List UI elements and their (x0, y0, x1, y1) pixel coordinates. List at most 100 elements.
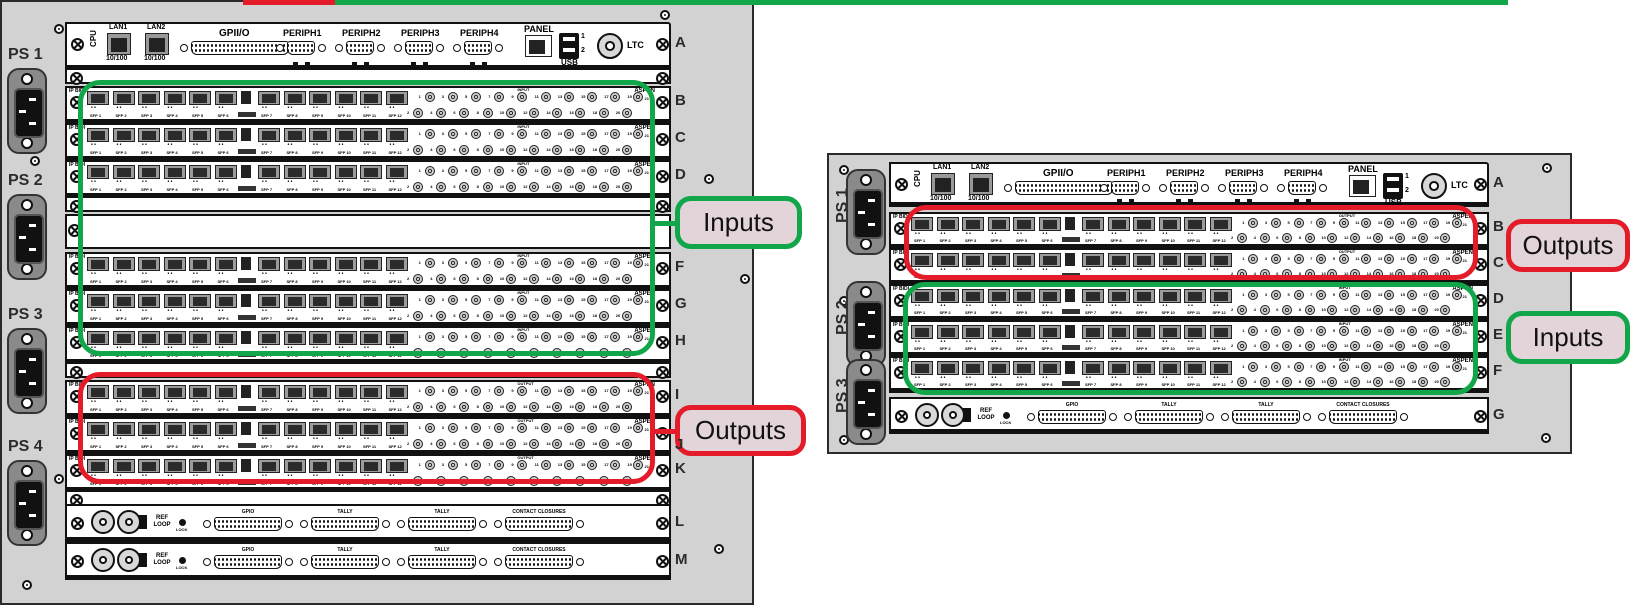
bnc-number: 13 (557, 334, 563, 339)
bnc-number: 18 (592, 147, 598, 152)
iec-socket-icon (14, 214, 44, 264)
led-dots: • • (915, 231, 920, 237)
bnc-connector-icon (1248, 254, 1259, 264)
usb-mini-icon (238, 480, 256, 485)
led-dots: • • (1213, 303, 1219, 309)
sfp-label: SFP 7 (1085, 274, 1097, 279)
sfp-label: SFP 8 (286, 444, 298, 449)
bnc-connector-icon (1451, 326, 1462, 336)
mount-screw-icon (21, 529, 33, 541)
bnc-connector-icon (1372, 269, 1383, 279)
dsub-connector-icon (287, 41, 315, 55)
sfp-port-icon (87, 331, 109, 345)
sfp-label: SFP 8 (286, 407, 298, 412)
bnc-number: 5 (1287, 364, 1290, 369)
bnc-number: 7 (488, 297, 491, 302)
aspen-label: ASPEN (1452, 322, 1473, 328)
sfp-label: SFP 8 (286, 150, 298, 155)
led-dots: • • (167, 345, 173, 351)
slot-letter: M (675, 551, 688, 568)
pin (29, 358, 36, 361)
bnc-number: 6 (453, 350, 456, 355)
sfp-label: SFP 3 (141, 481, 153, 486)
led-dots: • • (142, 473, 147, 479)
ltc-bnc-icon (1421, 173, 1447, 199)
bnc-number: 9 (1332, 256, 1335, 261)
bnc-number: 21 (644, 262, 649, 267)
bnc-connector-icon (459, 182, 470, 192)
bnc-number: 20 (615, 478, 621, 483)
led-dots: • • (1137, 231, 1142, 237)
led-dots: • • (193, 271, 198, 277)
bnc-connector-icon (471, 295, 481, 305)
io-card-slot-E: IP BIDI• •SFP 1• •SFP 2• •SFP 3• •SFP 4•… (889, 320, 1489, 357)
bnc-connector-icon (575, 439, 586, 449)
led-dots: • • (1162, 339, 1168, 345)
sfp-label: SFP 10 (1161, 346, 1175, 351)
bnc-number: 2 (407, 110, 410, 115)
mount-hole-icon (203, 558, 211, 566)
slot-letter: C (675, 129, 686, 146)
bnc-number: 8 (476, 313, 479, 318)
bnc-connector-icon (1417, 377, 1428, 387)
bnc-number: 20 (615, 441, 621, 446)
bnc-number: 12 (1344, 379, 1349, 384)
bnc-connector-icon (471, 258, 481, 268)
thumbscrew-icon (1474, 366, 1487, 379)
bnc-number: 1 (418, 131, 421, 136)
sfp-port-icon (258, 385, 280, 399)
led-dots: • • (218, 473, 224, 479)
bnc-connector-icon (1383, 254, 1394, 264)
periph-label: PERIPH3 (1225, 168, 1264, 178)
ip-label: IP BIDI (69, 291, 86, 297)
led-dots: • • (389, 473, 395, 479)
sfp-label: SFP 9 (312, 353, 324, 358)
bnc-connector-icon (563, 295, 574, 305)
sfp-port-icon (138, 165, 160, 179)
sfp-port-icon (112, 91, 135, 105)
usb-mini-icon (238, 186, 256, 191)
card-type-label: INPUT (1338, 321, 1351, 326)
sfp-port-icon (112, 128, 135, 142)
sfp-label: SFP 6 (217, 316, 229, 321)
bnc-number: 7 (488, 425, 491, 430)
ltc-label: LTC (627, 40, 644, 50)
ip-label: IP BIDI (893, 214, 910, 220)
bnc-number: 15 (1400, 364, 1405, 369)
sfp-port-icon (283, 385, 306, 399)
thumbscrew-icon (70, 427, 83, 440)
pin (29, 98, 36, 101)
lan-speed-label: 10/100 (968, 195, 990, 202)
mount-hole-icon (576, 558, 584, 566)
sfp-port-icon (1038, 361, 1061, 375)
card-edge (889, 318, 1489, 321)
bnc-number: 17 (604, 425, 609, 430)
mount-hole-icon (382, 558, 390, 566)
bnc-number: 6 (453, 404, 456, 409)
sfp-label: SFP 9 (312, 481, 324, 486)
sfp-label: SFP 11 (1187, 346, 1201, 351)
bnc-number: 4 (430, 350, 433, 355)
bnc-connector-icon (436, 311, 447, 321)
bnc-number: 13 (1377, 220, 1383, 225)
dsub-connector-icon (214, 555, 282, 569)
chassis-screw-icon (740, 274, 750, 284)
mount-screw-icon (860, 364, 872, 376)
led-dots: • • (262, 271, 267, 277)
latch-icon (1306, 199, 1311, 205)
bnc-number: 7 (488, 334, 491, 339)
mount-hole-icon (397, 520, 405, 528)
sfp-label: SFP 12 (1212, 310, 1226, 315)
bnc-connector-icon (494, 295, 505, 305)
led-dots: • • (313, 142, 318, 148)
bnc-connector-icon (436, 402, 447, 412)
thumbscrew-icon (656, 170, 669, 183)
bnc-number: 18 (592, 276, 598, 281)
bnc-connector-icon (471, 460, 481, 470)
bnc-connector-icon (1282, 341, 1293, 351)
thumbscrew-icon (656, 199, 669, 213)
led-dots: • • (1213, 339, 1219, 345)
connector-label: TALLY (1161, 402, 1177, 408)
sfp-label: SFP 7 (261, 316, 273, 321)
mgmt-port-icon (241, 128, 251, 141)
